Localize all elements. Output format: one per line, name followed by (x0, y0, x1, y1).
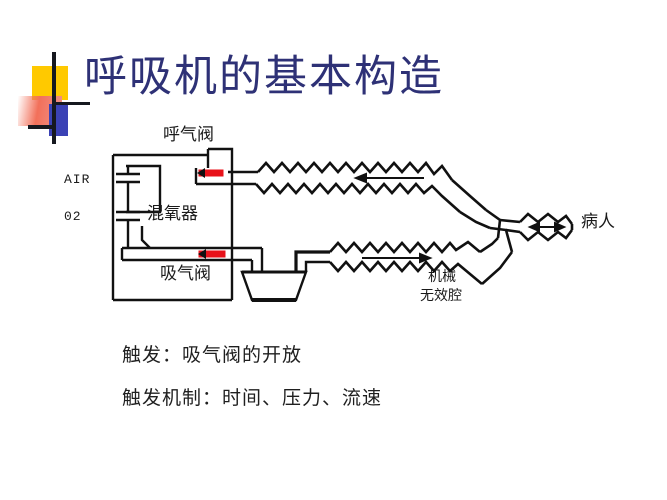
expiratory-limb-converge-outer (451, 179, 487, 211)
label-dead-space-line1: 机械 (428, 270, 456, 285)
label-inspiratory-valve: 吸气阀 (160, 264, 211, 283)
logo-vertical-bar (52, 52, 56, 144)
inspiratory-tube-upper-corrugation (329, 240, 481, 254)
patient-bidirectional-arrow-head-right (554, 221, 567, 233)
inspiratory-flow-arrow-head (419, 252, 433, 264)
y-piece-stem-top (499, 218, 521, 224)
expiratory-limb-converge-inner (459, 210, 491, 230)
inspiratory-limb-converge-outer (479, 237, 499, 254)
patient-connector-bottom (519, 229, 574, 242)
humidifier-outlet-bottom (304, 260, 330, 272)
logo-horizontal-bar-bottom (28, 125, 56, 129)
expiratory-tube-upper-corrugation (257, 160, 454, 181)
label-air-inlet: AIR (64, 172, 91, 187)
inspiratory-limb-converge-inner (481, 251, 514, 285)
inspiratory-tube-lower-corrugation (329, 260, 483, 285)
body-text-line-1: 触发：吸气阀的开放 (122, 345, 303, 366)
y-piece-stem-bottom (505, 228, 521, 234)
humidifier-outlet-top (294, 250, 330, 272)
humidifier-vessel (240, 270, 308, 302)
patient-bidirectional-arrow-head-left (527, 221, 540, 233)
label-expiratory-valve: 呼气阀 (163, 125, 214, 144)
body-text-line-2: 触发机制：时间、压力、流速 (122, 388, 383, 409)
label-dead-space-line2: 无效腔 (420, 289, 462, 304)
patient-connector-top (519, 212, 574, 225)
inspiratory-valve-arrow (198, 249, 206, 259)
expiratory-flow-arrow-head (353, 172, 367, 184)
label-patient: 病人 (581, 212, 615, 231)
mixer-outlet-elbow (140, 226, 151, 249)
expiratory-valve-housing (196, 147, 234, 186)
expiratory-valve-arrow (197, 168, 205, 178)
label-oxygen-inlet: 02 (64, 209, 82, 224)
logo-yellow-square (32, 66, 68, 100)
label-oxygen-mixer: 混氧器 (147, 204, 198, 223)
y-piece-upper-fork (485, 208, 502, 239)
valve-indicators (197, 168, 226, 259)
logo-horizontal-bar-top (52, 102, 90, 105)
page-title: 呼吸机的基本构造 (84, 54, 444, 101)
gas-manifold-outline (126, 164, 162, 214)
expiratory-tube-lower-corrugation (255, 182, 461, 213)
decorative-logo (18, 52, 90, 144)
